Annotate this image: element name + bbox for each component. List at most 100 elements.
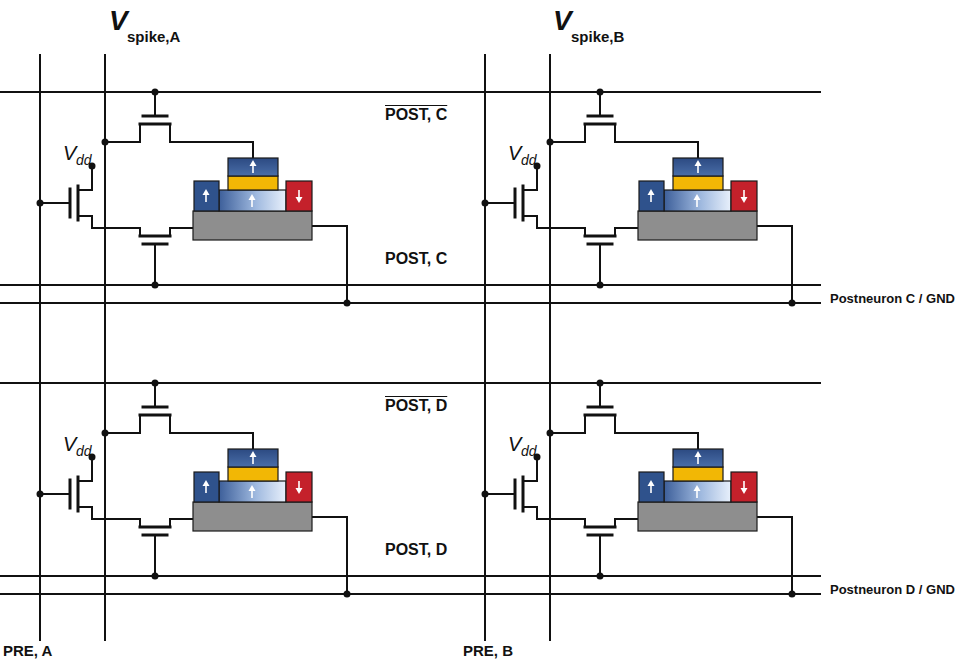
wire [757, 516, 792, 518]
wire [154, 244, 156, 285]
junction-dot [37, 491, 44, 498]
wire [91, 458, 93, 481]
wire [105, 141, 140, 143]
wire [139, 415, 141, 433]
junction-dot [547, 139, 554, 146]
junction-dot [597, 380, 604, 387]
signal-name: POST, C [385, 106, 447, 124]
free-layer [219, 481, 286, 502]
wire [78, 189, 92, 191]
junction-dot [152, 89, 159, 96]
wire [584, 124, 586, 142]
magnetization-arrow [743, 481, 745, 489]
junction-dot [597, 573, 604, 580]
wire [584, 228, 586, 236]
junction-dot [152, 380, 159, 387]
wire [139, 124, 141, 142]
pinned-layer [228, 158, 278, 176]
post-bar-line [0, 91, 820, 93]
transistor-channel [77, 186, 80, 220]
junction-dot [102, 430, 109, 437]
signal-name: POST, D [385, 397, 447, 415]
wire [523, 189, 537, 191]
magnetization-arrowhead [694, 194, 701, 200]
fixed-domain-up [194, 472, 219, 502]
junction-dot [152, 282, 159, 289]
magnetization-arrow [696, 199, 698, 207]
junction-dot [152, 573, 159, 580]
magnetization-arrowhead [648, 189, 655, 195]
wire [105, 432, 140, 434]
magnetization-arrow [205, 485, 207, 493]
wire [139, 519, 141, 527]
voltage-symbol: V [109, 6, 128, 37]
transistor-channel [522, 477, 525, 511]
neuron-label: Postneuron C / GND [830, 292, 968, 306]
magnetization-arrow [298, 190, 300, 198]
magnetization-arrow [298, 481, 300, 489]
wire [523, 506, 537, 508]
supply-symbol: V [508, 142, 521, 164]
junction-dot [482, 200, 489, 207]
wire [599, 383, 601, 407]
transistor-channel [585, 414, 615, 417]
wire [615, 227, 638, 229]
free-layer [664, 190, 731, 211]
wire [252, 433, 254, 449]
magnetization-arrowhead [695, 451, 702, 457]
magnetization-arrow [697, 165, 699, 173]
wire [757, 225, 792, 227]
postneuron-line [0, 302, 820, 304]
magnetization-arrow [251, 490, 253, 498]
magnetization-arrowhead [203, 480, 210, 486]
wire [78, 506, 92, 508]
junction-dot [597, 89, 604, 96]
magnetization-arrow [743, 190, 745, 198]
magnetization-arrowhead [249, 485, 256, 491]
magnetization-arrow [205, 194, 207, 202]
supply-subscript: dd [521, 444, 537, 459]
tunnel-barrier [228, 467, 278, 481]
pinned-layer [228, 449, 278, 467]
magnetization-arrow [650, 194, 652, 202]
wire [536, 458, 538, 481]
transistor-channel [140, 123, 170, 126]
magnetization-arrowhead [250, 451, 257, 457]
wire [40, 493, 70, 495]
magnetization-arrow [650, 485, 652, 493]
transistor-channel [140, 526, 170, 529]
post-bar-line [0, 382, 820, 384]
magnetization-arrowhead [695, 160, 702, 166]
tunnel-barrier [228, 176, 278, 190]
tunnel-barrier [673, 176, 723, 190]
pre-label: PRE, A [3, 643, 52, 660]
magnetization-arrowhead [203, 189, 210, 195]
heavy-metal-substrate [638, 211, 757, 240]
wire [169, 124, 171, 142]
wire [550, 432, 585, 434]
wire [346, 226, 348, 303]
junction-dot [482, 491, 489, 498]
wire [252, 142, 254, 158]
wire [614, 519, 616, 527]
wire [599, 92, 601, 116]
junction-dot [102, 139, 109, 146]
magnetization-arrow [251, 199, 253, 207]
junction-dot [37, 200, 44, 207]
heavy-metal-substrate [638, 502, 757, 531]
voltage-symbol: V [553, 6, 572, 37]
supply-symbol: V [508, 433, 521, 455]
transistor-channel [140, 235, 170, 238]
signal-name: POST, C [385, 250, 447, 268]
free-layer [219, 190, 286, 211]
transistor-channel [585, 123, 615, 126]
wire [170, 227, 193, 229]
wire [40, 202, 70, 204]
wire [170, 141, 253, 143]
magnetization-arrowhead [296, 197, 303, 203]
magnetization-arrow [697, 456, 699, 464]
wire [536, 167, 538, 190]
wire [599, 535, 601, 576]
transistor-channel [140, 414, 170, 417]
